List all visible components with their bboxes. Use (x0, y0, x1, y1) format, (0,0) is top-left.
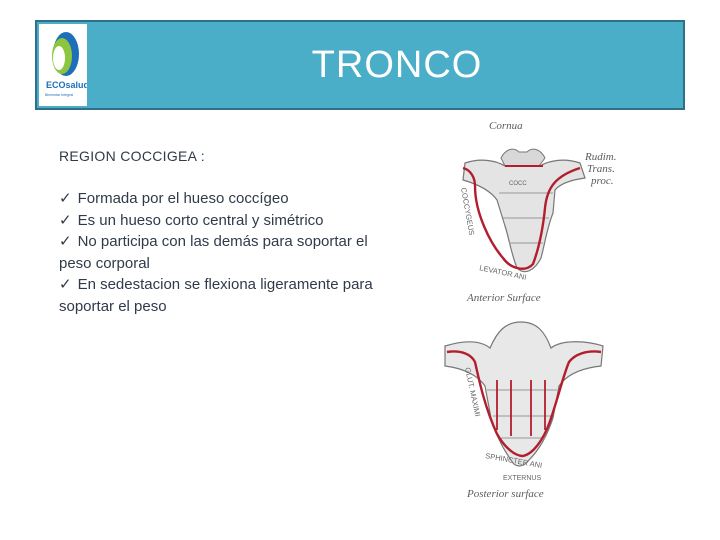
logo-name: ECOsalud (46, 80, 87, 90)
bullet-item: ✓En sedestacion se flexiona ligeramente … (59, 274, 404, 317)
coccygeus-label: COCCYGEUS (459, 187, 476, 236)
bullet-text: Formada por el hueso coccígeo (77, 190, 289, 207)
logo-icon: ECOsalud Bienestar Integral (45, 32, 89, 97)
externus-label: EXTERNUS (503, 475, 541, 482)
check-icon: ✓ (59, 190, 72, 207)
bullet-item: ✓ Formada por el hueso coccígeo (59, 188, 404, 210)
section-title: REGION COCCIGEA : (59, 148, 205, 164)
bullet-text: No participa con las demás para soportar… (59, 233, 368, 272)
cocc-label: COCC (509, 181, 527, 187)
anterior-caption: Anterior Surface (466, 292, 541, 304)
slide-title: TRONCO (311, 44, 483, 86)
bullet-text: Es un hueso corto central y simétrico (77, 211, 324, 229)
text-content: REGION COCCIGEA : ✓ Formada por el hueso … (59, 148, 404, 317)
check-icon: ✓ (59, 211, 72, 229)
check-icon: ✓ (59, 276, 72, 293)
bullet-item: ✓No participa con las demás para soporta… (59, 231, 404, 274)
posterior-surface-drawing: GLUT. MAXIMI SPHINCTER ANI EXTERNUS Post… (444, 321, 604, 500)
posterior-caption: Posterior surface (466, 488, 544, 500)
cornua-label: Cornua (489, 120, 523, 132)
anterior-surface-drawing: Cornua Rudim. Trans. proc. COCC COCCYGEU… (459, 120, 616, 304)
proc-label: proc. (590, 175, 614, 187)
title-banner: ECOsalud Bienestar Integral TRONCO (35, 20, 685, 110)
check-icon: ✓ (59, 233, 72, 250)
rudim-label: Rudim. (584, 151, 616, 163)
coccyx-illustration: Cornua Rudim. Trans. proc. COCC COCCYGEU… (435, 118, 645, 508)
bullet-item: ✓ Es un hueso corto central y simétrico (59, 210, 404, 232)
logo: ECOsalud Bienestar Integral (39, 24, 89, 106)
logo-tagline: Bienestar Integral (45, 93, 73, 97)
trans-label: Trans. (587, 163, 615, 175)
bullet-text: En sedestacion se flexiona ligeramente p… (59, 276, 373, 315)
